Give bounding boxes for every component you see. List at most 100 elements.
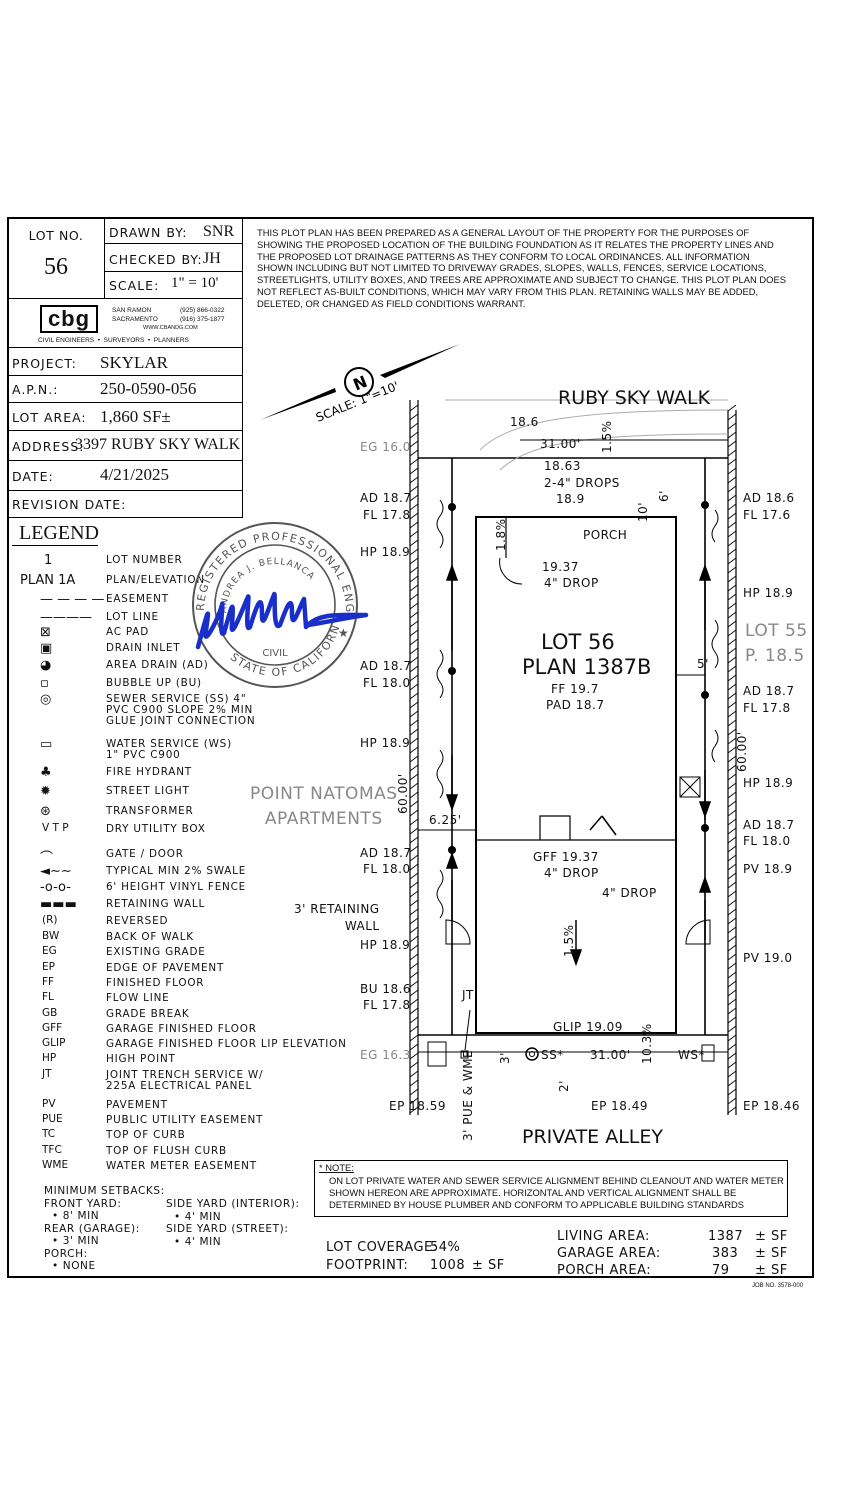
plan-label: FL 18.0 (743, 834, 791, 848)
plan-label: 4" DROP (544, 866, 599, 880)
north-letter: N (350, 372, 370, 395)
checked-by-label: CHECKED BY: (109, 252, 203, 267)
garage-value: 383 (712, 1246, 739, 1261)
legend-label: EASEMENT (106, 593, 169, 605)
porch-value: NONE (62, 1260, 96, 1272)
side-setbacks: SIDE YARD (INTERIOR): • 4' MIN SIDE YARD… (166, 1198, 300, 1248)
legend-label: GARAGE FINISHED FLOOR (106, 1023, 257, 1035)
streetlight-icon: ✹ (40, 784, 51, 799)
legend-label: HIGH POINT (106, 1053, 176, 1065)
plan-label: 18.9 (556, 492, 585, 506)
legend-symbol: TFC (42, 1144, 62, 1156)
plan-label: 60.00' (735, 731, 749, 772)
legend-label: JOINT TRENCH SERVICE W/ 225A ELECTRICAL … (106, 1069, 264, 1092)
project-value: SKYLAR (100, 353, 169, 372)
plan-label: HP 18.9 (743, 776, 794, 790)
side-int-value: 4' MIN (184, 1210, 222, 1223)
plan-label: AD 18.7 (743, 684, 795, 698)
plan-label: 1.5% (562, 924, 576, 958)
garage-label: GARAGE AREA: (557, 1246, 661, 1261)
legend-label: TOP OF FLUSH CURB (106, 1145, 227, 1157)
setbacks-title: MINIMUM SETBACKS: (44, 1185, 165, 1197)
legend-symbol: GB (42, 1007, 58, 1019)
legend-label: EXISTING GRADE (106, 946, 206, 958)
note-text: ON LOT PRIVATE WATER AND SEWER SERVICE A… (329, 1175, 784, 1210)
legend-label: FIRE HYDRANT (106, 766, 192, 778)
company-city1: SAN RAMON (112, 307, 152, 314)
legend-label: REVERSED (106, 915, 169, 927)
lot55-label: LOT 55 (745, 621, 808, 641)
legend-label: DRY UTILITY BOX (106, 823, 206, 835)
plan-label: 6' (657, 490, 671, 502)
plan-label: 4" DROP (544, 576, 599, 590)
scale-label: SCALE: (109, 278, 160, 293)
lot-area-value: 1,860 SF± (100, 407, 171, 426)
living-unit: ± SF (755, 1229, 788, 1244)
company-tagline: CIVIL ENGINEERS • SURVEYORS • PLANNERS (38, 337, 189, 344)
front-yard-value: 8' MIN (62, 1210, 100, 1222)
checked-by-value: JH (203, 250, 221, 267)
legend-label: STREET LIGHT (106, 785, 190, 797)
plan-label: GFF 19.37 (533, 850, 599, 864)
legend-symbol: V T P (42, 822, 69, 834)
wall-icon: ▬▬▬ (40, 897, 77, 912)
job-number: JOB NO. 3578-000 (752, 1283, 804, 1289)
revision-label: REVISION DATE: (12, 497, 127, 512)
plan-label: 2-4" DROPS (544, 476, 620, 490)
area-drain-icon: ◕ (40, 658, 52, 673)
north-arrow: N SCALE: 1"=10' (260, 344, 460, 425)
plan-label: EP 18.46 (743, 1099, 800, 1113)
plan-label: 31.00' (540, 437, 581, 451)
plan-label: HP 18.9 (360, 736, 411, 750)
hydrant-icon: ♣ (40, 765, 52, 780)
apn-value: 250-0590-056 (100, 379, 197, 398)
legend-symbol: BW (42, 930, 60, 942)
legend-label: PAVEMENT (106, 1099, 168, 1111)
lot-no-label: LOT NO. (28, 228, 84, 243)
side-st-label: SIDE YARD (STREET): (166, 1223, 289, 1235)
plan-label: WS* (678, 1048, 705, 1062)
plan-label: 4" DROP (602, 886, 657, 900)
legend-label: PUBLIC UTILITY EASEMENT (106, 1114, 264, 1126)
ff-label: FF 19.7 (551, 682, 599, 696)
plan-label: 3' PUE & WME (461, 1049, 475, 1141)
legend-label: BACK OF WALK (106, 931, 194, 943)
site-plan-drawing: N SCALE: 1"=10' (260, 344, 737, 1115)
ac-pad-icon: ⊠ (40, 625, 51, 640)
legend-label: SEWER SERVICE (SS) 4" PVC C900 SLOPE 2% … (106, 693, 256, 727)
footprint-label: FOOTPRINT: (326, 1258, 409, 1273)
plan-label: 60.00' (396, 773, 410, 814)
porch-area-label: PORCH AREA: (557, 1263, 652, 1278)
plan-label: AD 18.6 (743, 491, 795, 505)
garage-unit: ± SF (755, 1246, 788, 1261)
note-title: * NOTE: (319, 1162, 354, 1173)
address-value: 3397 RUBY SKY WALK (75, 436, 241, 453)
legend-label: TOP OF CURB (106, 1129, 186, 1141)
plan-label: FL 18.0 (363, 676, 411, 690)
logo-text: cbg (47, 306, 91, 331)
plan-label: FL 17.8 (363, 508, 411, 522)
lot-title: LOT 56 (541, 630, 615, 654)
plot-plan-sheet (7, 217, 814, 1278)
lot-area-label: LOT AREA: (12, 410, 87, 425)
plan-label: 3' (498, 1052, 512, 1064)
plan-label: BU 18.6 (360, 982, 412, 996)
living-label: LIVING AREA: (557, 1229, 650, 1244)
legend-symbol: PV (42, 1098, 56, 1110)
legend-label: AC PAD (106, 626, 149, 638)
legend-label: DRAIN INLET (106, 642, 181, 654)
rear-value: 3' MIN (62, 1235, 100, 1247)
date-value: 4/21/2025 (100, 465, 169, 484)
cbg-logo: cbg (40, 305, 98, 333)
apn-label: A.P.N.: (12, 382, 59, 397)
plan-label: SS* (541, 1048, 564, 1062)
legend-symbol: JT (42, 1068, 52, 1080)
note-box: * NOTE: ON LOT PRIVATE WATER AND SEWER S… (314, 1160, 788, 1217)
neighbor-label: POINT NATOMAS APARTMENTS (250, 784, 398, 829)
plan-label: 6.25' (429, 813, 462, 827)
side-int-label: SIDE YARD (INTERIOR): (166, 1198, 300, 1210)
legend-symbol: (R) (42, 914, 58, 926)
curb-hatching (409, 400, 737, 1115)
legend-label: BUBBLE UP (BU) (106, 677, 202, 689)
legend-symbol: EG (42, 945, 57, 957)
